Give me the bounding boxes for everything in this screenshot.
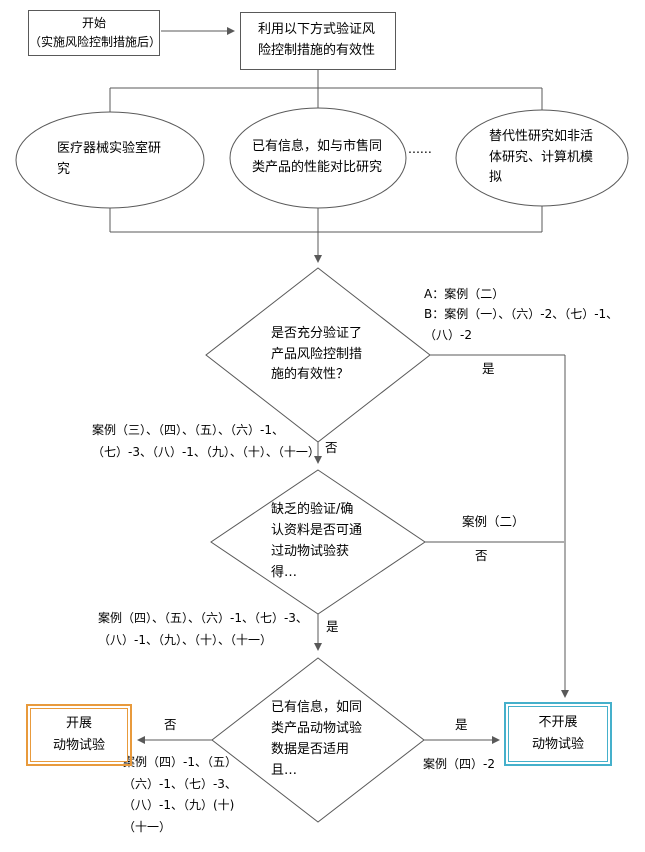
do-animal-test-line2: 动物试验 (52, 738, 105, 753)
d1-yes-label: 是 (482, 361, 495, 376)
decision2-text: 缺乏的验证/确认资料是否可通过动物试验获得… (271, 502, 363, 580)
decision1-text: 是否充分验证了产品风险控制措施的有效性？ (271, 325, 363, 383)
decision3-text: 已有信息，如同类产品动物试验数据是否适用且… (271, 700, 363, 778)
ellipse-existing-info (229, 107, 407, 209)
do-animal-test-line1: 开展 (65, 715, 92, 731)
existing-info-text: 已有信息，如与市售同类产品的性能对比研究 (252, 139, 383, 175)
connector-lines (109, 27, 569, 744)
alternative-study-node: 替代性研究如非活体研究、计算机模拟 (456, 110, 628, 206)
d2-no-label: 否 (475, 548, 488, 563)
decision3-diamond (211, 657, 425, 823)
decision1-node: 是否充分验证了产品风险控制措施的有效性？ (206, 268, 430, 442)
start-title: 开始 (81, 15, 106, 30)
do-animal-test-node: 开展 动物试验 (26, 704, 132, 766)
flowchart-shapes (15, 107, 629, 823)
d3-no-label: 否 (164, 717, 177, 732)
existing-info-node: 已有信息，如与市售同类产品的性能对比研究 (230, 108, 406, 208)
lab-study-node: 医疗器械实验室研究 (16, 112, 204, 208)
ellipsis-dots: ...... (408, 141, 432, 156)
d3-yes-label: 是 (455, 717, 468, 732)
verify-node: 利用以下方式验证风险控制措施的有效性 (240, 12, 396, 70)
d2-yes-cases: 案例（四）、（五）、（六）-1、（七）-3、（八）-1、（九）、（十）、（十一） (98, 611, 308, 647)
start-subtitle: （实施风险控制措施后） (29, 35, 162, 49)
d1-yes-cases-a: A：案例（二） (424, 287, 505, 301)
d3-yes-cases: 案例（四）-2 (423, 757, 495, 771)
start-node: 开始 （实施风险控制措施后） (28, 10, 162, 56)
d1-yes-cases: A：案例（二） B：案例（一）、（六）-2、（七）-1、（八）-2 (424, 284, 644, 345)
lab-study-text: 医疗器械实验室研究 (57, 141, 162, 177)
d2-no-cases: 案例（二） (462, 514, 525, 529)
d1-no-label: 否 (325, 440, 338, 455)
ellipse-alternative-study (455, 109, 629, 207)
no-animal-test-node: 不开展 动物试验 (504, 702, 612, 766)
decision1-diamond (205, 267, 431, 443)
decision2-diamond (210, 469, 426, 615)
no-animal-test-line2: 动物试验 (531, 737, 584, 752)
d1-no-cases: 案例（三）、（四）、（五）、（六）-1、（七）-3、（八）-1、（九）、（十）、… (92, 423, 320, 459)
d3-no-cases: 案例（四）-1、（五）（六）-1、（七）-3、（八）-1、（九）(十)（十一） (123, 755, 237, 834)
ellipse-lab-study (15, 111, 205, 209)
d1-yes-cases-b: B：案例（一）、（六）-2、（七）-1、（八）-2 (424, 307, 619, 342)
no-animal-test-line1: 不开展 (538, 714, 578, 730)
alternative-study-text: 替代性研究如非活体研究、计算机模拟 (489, 128, 594, 186)
verify-text: 利用以下方式验证风险控制措施的有效性 (258, 22, 376, 58)
decision3-node: 已有信息，如同类产品动物试验数据是否适用且… (212, 658, 424, 822)
decision2-node: 缺乏的验证/确认资料是否可通过动物试验获得… (211, 470, 425, 614)
d2-yes-label: 是 (326, 619, 339, 634)
